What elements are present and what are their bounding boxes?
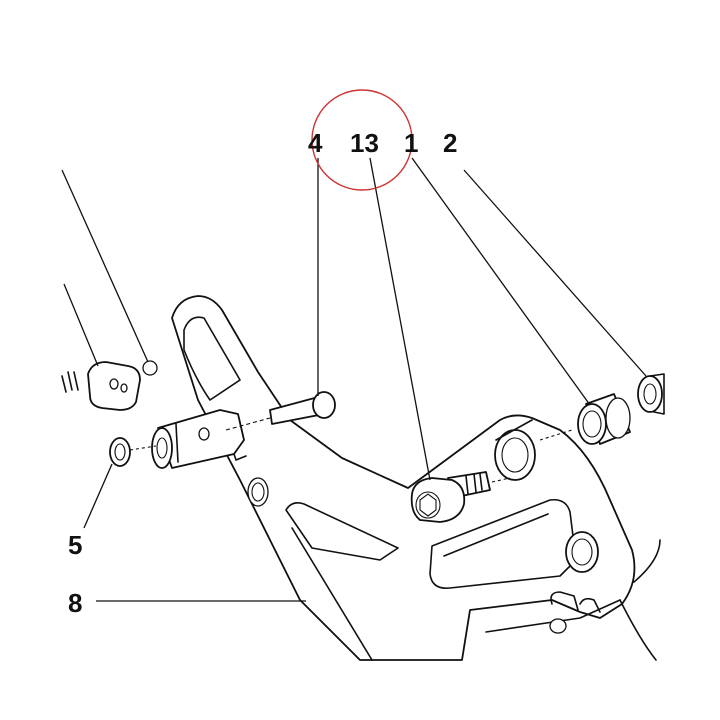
leader-upper-1 bbox=[61, 169, 149, 363]
spring-and-block bbox=[61, 360, 158, 411]
leader-lines bbox=[61, 157, 647, 602]
leader-1 bbox=[411, 157, 591, 406]
bushing-part-1 bbox=[539, 393, 631, 445]
callout-8: 8 bbox=[68, 588, 82, 618]
pivot-assembly bbox=[151, 409, 247, 469]
leader-upper-2 bbox=[63, 283, 99, 367]
leader-2 bbox=[463, 169, 647, 377]
circlip-part-5 bbox=[109, 437, 157, 467]
leader-5 bbox=[83, 463, 113, 529]
main-bracket bbox=[171, 295, 661, 661]
pin-part-4 bbox=[225, 391, 336, 431]
callout-13: 13 bbox=[350, 128, 379, 158]
callout-5: 5 bbox=[68, 530, 82, 560]
leader-13 bbox=[369, 157, 431, 481]
callout-2: 2 bbox=[443, 128, 457, 158]
washer-part-2 bbox=[637, 373, 665, 415]
callout-1: 1 bbox=[404, 128, 418, 158]
callout-4: 4 bbox=[308, 128, 323, 158]
highlight-circle bbox=[311, 89, 413, 191]
bolt-part-13 bbox=[410, 471, 511, 523]
